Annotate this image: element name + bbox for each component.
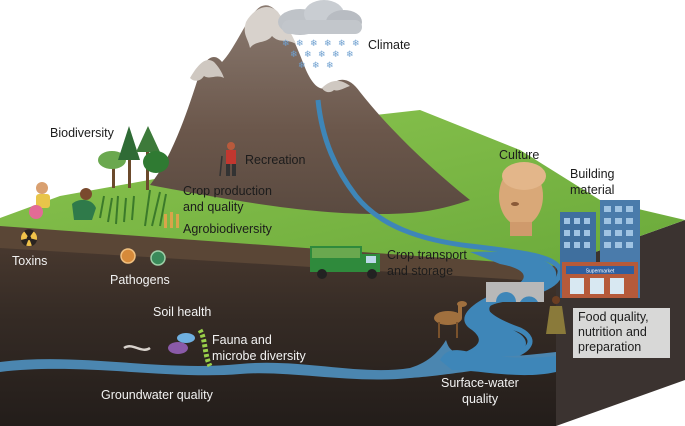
svg-text:❄: ❄: [304, 50, 312, 60]
svg-text:❄: ❄: [324, 39, 332, 49]
label-pathogens: Pathogens: [110, 273, 170, 287]
svg-text:❄: ❄: [282, 39, 290, 49]
supermarket-sign: Supermarket: [586, 269, 615, 275]
svg-text:❄: ❄: [326, 61, 334, 71]
label-agrobiodiversity: Agrobiodiversity: [183, 222, 272, 236]
label-climate: Climate: [368, 38, 410, 52]
wheat-icon: [164, 212, 179, 228]
label-fauna-line2: microbe diversity: [212, 349, 306, 363]
svg-text:❄: ❄: [352, 39, 360, 49]
label-surface-water-line1: Surface-water: [441, 376, 519, 390]
label-crop-production-line2: and quality: [183, 200, 243, 214]
label-food-quality: Food quality, nutrition and preparation: [573, 308, 670, 358]
svg-text:❄: ❄: [298, 61, 306, 71]
label-crop-transport-line2: and storage: [387, 264, 453, 278]
svg-text:❄: ❄: [290, 50, 298, 60]
svg-text:❄: ❄: [332, 50, 340, 60]
mountain: [150, 5, 470, 214]
label-recreation: Recreation: [245, 153, 305, 167]
supermarket-icon: [562, 262, 638, 298]
svg-text:❄: ❄: [312, 61, 320, 71]
cloud-icon: [278, 0, 362, 35]
label-groundwater: Groundwater quality: [101, 388, 213, 402]
label-culture: Culture: [499, 148, 539, 162]
label-soil-health: Soil health: [153, 305, 211, 319]
label-crop-production-line1: Crop production: [183, 184, 272, 198]
svg-text:❄: ❄: [310, 39, 318, 49]
svg-text:❄: ❄: [318, 50, 326, 60]
label-building-line1: Building: [570, 167, 614, 181]
label-building-line2: material: [570, 183, 614, 197]
label-crop-transport-line1: Crop transport: [387, 248, 467, 262]
bridge-icon: [486, 282, 544, 302]
label-biodiversity: Biodiversity: [50, 126, 114, 140]
label-surface-water-line2: quality: [462, 392, 498, 406]
label-fauna-line1: Fauna and: [212, 333, 272, 347]
label-toxins: Toxins: [12, 254, 47, 268]
svg-text:❄: ❄: [346, 50, 354, 60]
svg-text:❄: ❄: [338, 39, 346, 49]
svg-text:❄: ❄: [296, 39, 304, 49]
